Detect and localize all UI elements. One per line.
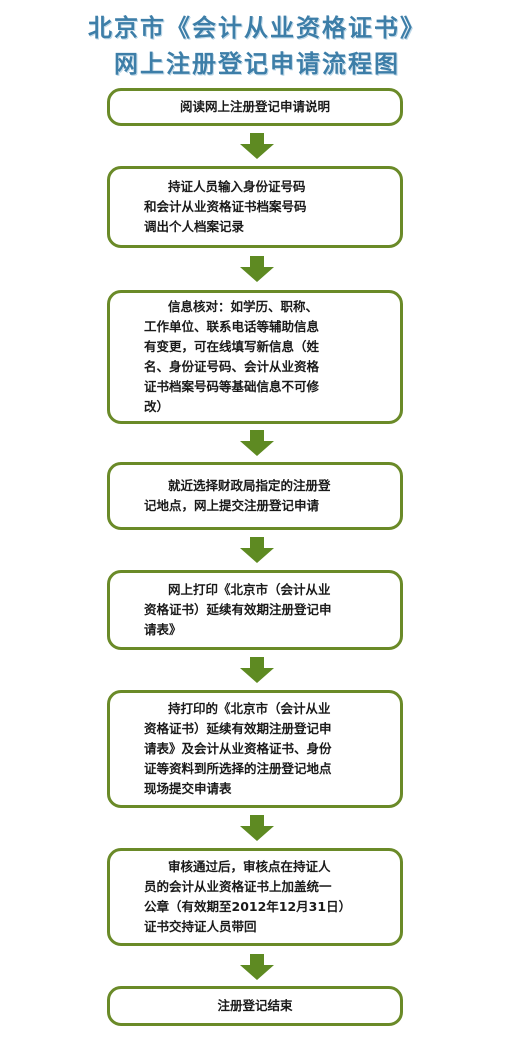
flow-step-1: 阅读网上注册登记申请说明	[107, 88, 403, 126]
flow-step-6: 持打印的《北京市（会计从业 资格证书）延续有效期注册登记申 请表》及会计从业资格…	[107, 690, 403, 808]
flow-step-8-text: 注册登记结束	[217, 998, 293, 1013]
flow-step-1-text: 阅读网上注册登记申请说明	[179, 99, 330, 114]
flow-step-8: 注册登记结束	[107, 986, 403, 1026]
flow-step-6-text: 持打印的《北京市（会计从业 资格证书）延续有效期注册登记申 请表》及会计从业资格…	[144, 701, 332, 796]
diagram-title-line1: 北京市《会计从业资格证书》	[88, 14, 426, 42]
down-arrow-icon	[240, 256, 274, 282]
flow-step-3: 信息核对：如学历、职称、 工作单位、联系电话等辅助信息 有变更，可在线填写新信息…	[107, 290, 403, 424]
flow-step-3-text: 信息核对：如学历、职称、 工作单位、联系电话等辅助信息 有变更，可在线填写新信息…	[144, 299, 320, 414]
flow-step-2: 持证人员输入身份证号码 和会计从业资格证书档案号码 调出个人档案记录	[107, 166, 403, 248]
flow-step-7-text: 审核通过后，审核点在持证人 员的会计从业资格证书上加盖统一 公章（有效期至201…	[144, 859, 352, 934]
down-arrow-icon	[240, 657, 274, 683]
down-arrow-icon	[240, 537, 274, 563]
down-arrow-icon	[240, 954, 274, 980]
flow-step-2-text: 持证人员输入身份证号码 和会计从业资格证书档案号码 调出个人档案记录	[144, 179, 307, 234]
flow-step-5: 网上打印《北京市（会计从业 资格证书）延续有效期注册登记申 请表》	[107, 570, 403, 650]
down-arrow-icon	[240, 430, 274, 456]
flow-step-5-text: 网上打印《北京市（会计从业 资格证书）延续有效期注册登记申 请表》	[144, 582, 332, 637]
down-arrow-icon	[240, 815, 274, 841]
diagram-title-line2: 网上注册登记申请流程图	[114, 50, 400, 78]
flow-step-7: 审核通过后，审核点在持证人 员的会计从业资格证书上加盖统一 公章（有效期至201…	[107, 848, 403, 946]
flow-step-4: 就近选择财政局指定的注册登 记地点，网上提交注册登记申请	[107, 462, 403, 530]
down-arrow-icon	[240, 133, 274, 159]
flow-step-4-text: 就近选择财政局指定的注册登 记地点，网上提交注册登记申请	[144, 478, 331, 513]
